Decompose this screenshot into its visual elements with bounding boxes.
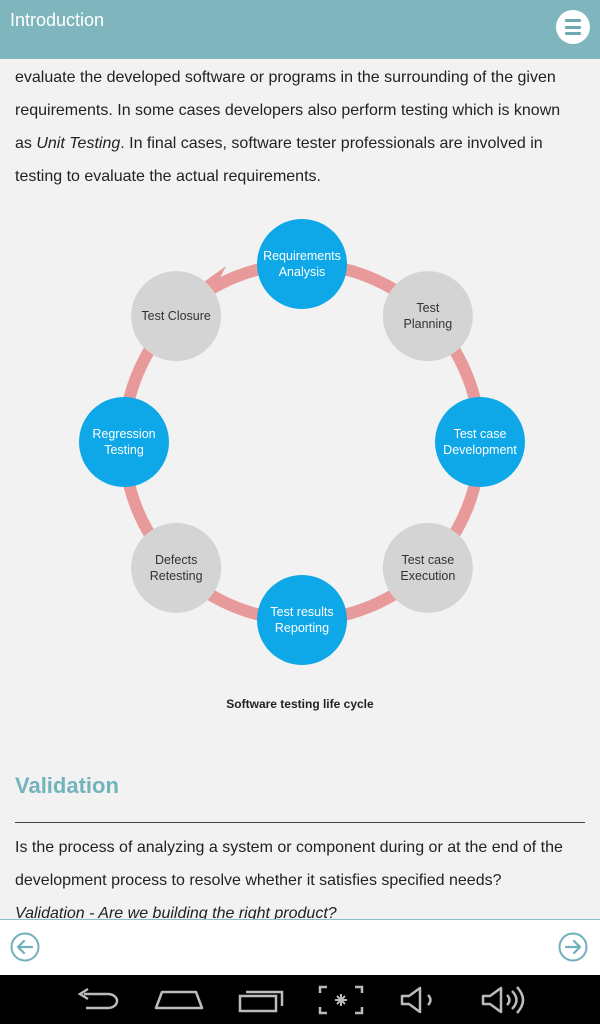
menu-button[interactable] <box>556 10 590 44</box>
lifecycle-node-label: Test Closure <box>141 309 211 323</box>
validation-heading: Validation <box>15 773 119 798</box>
lifecycle-node-label: Regression <box>92 427 155 441</box>
lifecycle-node-label: Defects <box>155 553 197 567</box>
intro-line-1: evaluate the developed software or progr… <box>15 69 556 86</box>
lifecycle-node-label: Test case <box>401 553 454 567</box>
screenshot-icon[interactable] <box>318 985 364 1015</box>
divider <box>15 822 585 823</box>
volume-down-icon[interactable] <box>398 985 440 1015</box>
lifecycle-node-circle <box>382 271 473 362</box>
arrow-left-icon[interactable] <box>10 932 40 962</box>
content-area[interactable]: evaluate the developed software or progr… <box>0 59 600 919</box>
system-navigation-bar <box>0 975 600 1024</box>
lifecycle-node-label: Test <box>416 301 439 315</box>
validation-line-2: development process to resolve whether i… <box>15 872 502 889</box>
lifecycle-node-circle <box>257 575 347 665</box>
intro-line-3-suffix: . In final cases, software tester profes… <box>120 135 543 152</box>
lifecycle-node-label: Retesting <box>150 569 203 583</box>
lifecycle-node-circle <box>257 219 347 309</box>
lifecycle-node-label: Reporting <box>275 621 329 635</box>
lifecycle-node-label: Analysis <box>279 265 326 279</box>
recent-apps-icon[interactable] <box>236 985 288 1015</box>
lifecycle-node-label: Test case <box>454 427 507 441</box>
back-icon[interactable] <box>74 985 122 1015</box>
intro-line-3: as Unit Testing. In final cases, softwar… <box>15 127 585 160</box>
arrow-right-icon[interactable] <box>558 932 588 962</box>
validation-line-1: Is the process of analyzing a system or … <box>15 839 563 856</box>
unit-testing-term: Unit Testing <box>36 135 121 152</box>
bottom-navigation <box>0 919 600 976</box>
lifecycle-node-label: Requirements <box>263 249 341 263</box>
lifecycle-node-circle <box>435 397 525 487</box>
lifecycle-node-label: Planning <box>404 317 453 331</box>
page-title: Introduction <box>10 10 105 30</box>
lifecycle-node-circle <box>131 271 222 362</box>
app-header: Introduction <box>0 0 600 59</box>
lifecycle-node-label: Testing <box>104 443 144 457</box>
intro-line-3-prefix: as <box>15 135 37 152</box>
home-icon[interactable] <box>152 985 206 1015</box>
lifecycle-node-label: Execution <box>400 569 455 583</box>
intro-line-2: requirements. In some cases developers a… <box>15 102 561 119</box>
lifecycle-node-circle <box>382 522 473 613</box>
lifecycle-node: Test Closure <box>131 271 222 362</box>
lifecycle-node-label: Development <box>443 443 517 457</box>
volume-up-icon[interactable] <box>479 985 527 1015</box>
lifecycle-node-circle <box>79 397 169 487</box>
lifecycle-node-circle <box>131 522 222 613</box>
diagram-caption: Software testing life cycle <box>226 697 374 711</box>
validation-line-3: Validation - Are we building the right p… <box>15 905 337 919</box>
lifecycle-node-label: Test results <box>270 605 333 619</box>
intro-line-4: testing to evaluate the actual requireme… <box>15 168 321 185</box>
